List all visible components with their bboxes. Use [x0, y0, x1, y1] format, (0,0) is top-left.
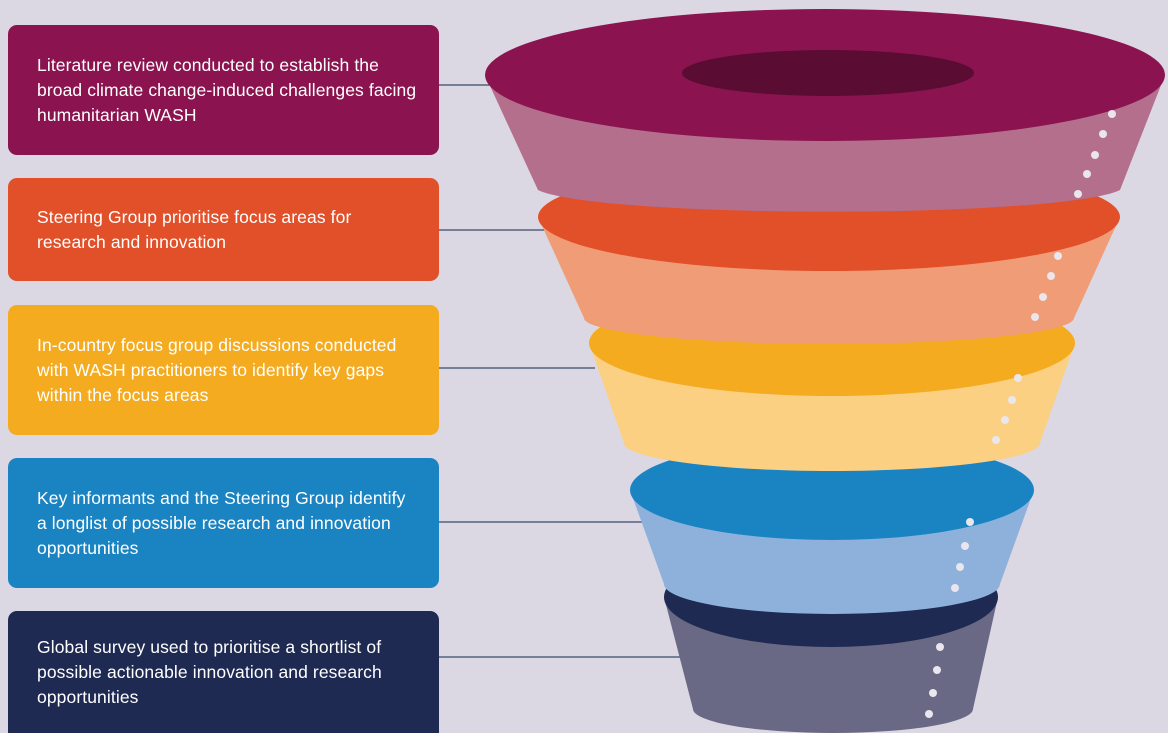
step-text-2: Steering Group prioritise focus areas fo… — [37, 206, 352, 252]
step-box-2: Steering Group prioritise focus areas fo… — [8, 178, 439, 281]
step-text-4: Key informants and the Steering Group id… — [37, 487, 406, 558]
step-box-1: Literature review conducted to establish… — [8, 25, 439, 155]
funnel-opening — [682, 50, 974, 96]
step-text-5: Global survey used to prioritise a short… — [37, 636, 382, 707]
step-box-5: Global survey used to prioritise a short… — [8, 611, 439, 733]
step-box-4: Key informants and the Steering Group id… — [8, 458, 439, 588]
step-text-3: In-country focus group discussions condu… — [37, 334, 397, 405]
step-box-3: In-country focus group discussions condu… — [8, 305, 439, 435]
step-text-1: Literature review conducted to establish… — [37, 54, 417, 125]
funnel-tier-1 — [485, 9, 1165, 212]
